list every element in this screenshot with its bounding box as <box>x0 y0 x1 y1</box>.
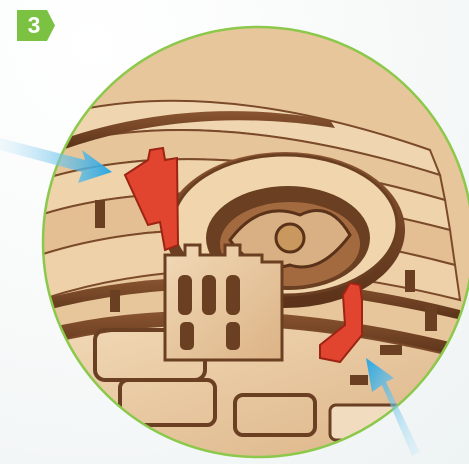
front-bulkhead <box>165 245 282 360</box>
